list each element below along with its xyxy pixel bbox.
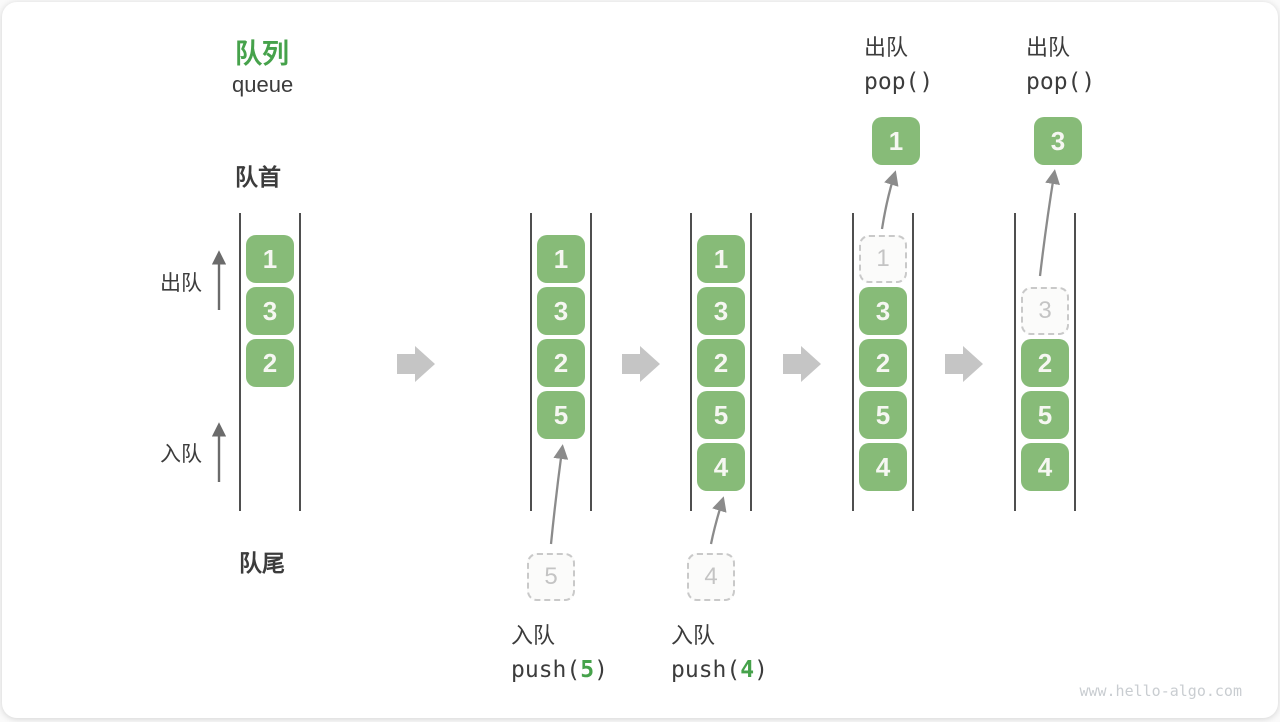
queue-wall-right (299, 213, 301, 511)
queue-item-box: 5 (537, 391, 585, 439)
queue-item-box: 5 (697, 391, 745, 439)
popped-out-box: 1 (872, 117, 920, 165)
queue-item-box: 1 (246, 235, 294, 283)
queue-item-box: 2 (246, 339, 294, 387)
dequeue-arrow-icon (880, 170, 899, 230)
queue-wall-left (690, 213, 692, 511)
diagram-title-en: queue (232, 72, 294, 97)
queue-item-box: 3 (859, 287, 907, 335)
queue-item-box: 2 (859, 339, 907, 387)
incoming-item-box: 4 (687, 553, 735, 601)
queue-item-box: 4 (697, 443, 745, 491)
enqueue-annotation: 入队 push(4) (671, 618, 768, 688)
transition-arrow-icon (945, 346, 983, 382)
enqueue-arg: 5 (580, 657, 595, 683)
enqueue-arrow-icon (549, 444, 569, 545)
enqueue-annotation-zh: 入队 (671, 623, 716, 648)
dequeue-annotation-code: pop() (1026, 69, 1096, 95)
queue-item-box: 1 (537, 235, 585, 283)
dequeue-annotation: 出队 pop() (864, 30, 933, 100)
queue-item-box: 5 (1021, 391, 1069, 439)
queue-item-box: 2 (1021, 339, 1069, 387)
queue-item-box: 3 (697, 287, 745, 335)
enqueue-annotation-code: push(4) (671, 657, 768, 683)
queue-wall-right (1074, 213, 1076, 511)
transition-arrow-icon (397, 346, 435, 382)
queue-wall-right (912, 213, 914, 511)
queue-front-label: 队首 (235, 164, 281, 190)
transition-arrow-icon (783, 346, 821, 382)
queue-item-box: 3 (537, 287, 585, 335)
enqueue-annotation-zh: 入队 (511, 623, 556, 648)
dequeue-side-label: 出队 (160, 272, 202, 295)
popped-item-box: 1 (859, 235, 907, 283)
incoming-item-box: 5 (527, 553, 575, 601)
queue-wall-left (1014, 213, 1016, 511)
dequeue-annotation: 出队 pop() (1026, 30, 1095, 100)
dequeue-annotation-zh: 出队 (864, 35, 909, 60)
popped-item-box: 3 (1021, 287, 1069, 335)
queue-wall-left (852, 213, 854, 511)
queue-item-box: 1 (697, 235, 745, 283)
queue-wall-left (530, 213, 532, 511)
queue-wall-right (590, 213, 592, 511)
enqueue-side-label: 入队 (160, 443, 202, 466)
site-watermark: www.hello-algo.com (1079, 682, 1242, 700)
queue-item-box: 4 (1021, 443, 1069, 491)
queue-item-box: 4 (859, 443, 907, 491)
popped-out-box: 3 (1034, 117, 1082, 165)
transition-arrow-icon (622, 346, 660, 382)
queue-item-box: 5 (859, 391, 907, 439)
dequeue-arrow-icon (1038, 169, 1060, 277)
enqueue-annotation-code: push(5) (511, 657, 608, 683)
enqueue-arrow-icon (709, 496, 727, 545)
enqueue-arg: 4 (740, 657, 755, 683)
diagram-title-zh: 队列 (235, 39, 289, 69)
queue-wall-right (750, 213, 752, 511)
enqueue-annotation: 入队 push(5) (511, 618, 608, 688)
queue-rear-label: 队尾 (239, 550, 285, 576)
dequeue-annotation-code: pop() (864, 69, 934, 95)
queue-item-box: 3 (246, 287, 294, 335)
queue-item-box: 2 (697, 339, 745, 387)
queue-wall-left (239, 213, 241, 511)
queue-item-box: 2 (537, 339, 585, 387)
dequeue-annotation-zh: 出队 (1026, 35, 1071, 60)
